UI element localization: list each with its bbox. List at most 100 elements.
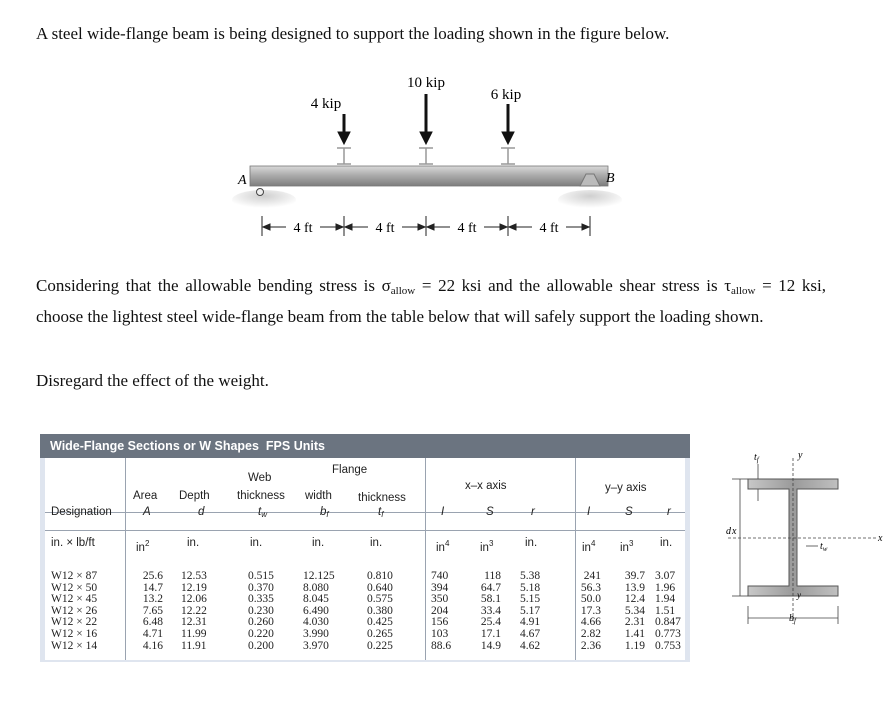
header-Sy: S bbox=[625, 506, 633, 518]
header-designation: Designation bbox=[51, 506, 112, 518]
header-depth: Depth bbox=[179, 490, 210, 502]
support-b-roller bbox=[579, 173, 601, 187]
support-b-label: B bbox=[606, 171, 615, 186]
load-label-3: 6 kip bbox=[491, 87, 521, 103]
col-designation: W12 × 87 W12 × 50 W12 × 45 W12 × 26 W12 … bbox=[51, 570, 98, 652]
unit-area: in2 bbox=[136, 537, 149, 555]
i-beam-shape bbox=[747, 478, 839, 597]
header-Ix: I bbox=[441, 506, 445, 518]
u-area-exp: 2 bbox=[144, 539, 150, 548]
col-rule bbox=[575, 458, 576, 660]
support-a-label: A bbox=[237, 173, 247, 188]
label-x-right: x bbox=[877, 533, 883, 544]
header-yy-axis: y–y axis bbox=[605, 482, 647, 494]
problem-statement: Considering that the allowable bending s… bbox=[36, 273, 826, 330]
header-thick-symbol: tf bbox=[378, 506, 383, 521]
col-Iy: 241 56.3 50.0 17.3 4.66 2.82 2.36 bbox=[580, 570, 601, 652]
thick-sub: f bbox=[381, 510, 384, 519]
load-pads bbox=[337, 147, 515, 165]
label-bf: bf bbox=[789, 613, 797, 625]
col-Ix: 740 394 350 204 156 103 88.6 bbox=[431, 570, 452, 652]
u-sx: in bbox=[480, 541, 489, 554]
consider-part-b: = 22 ksi and the allowable shear stress … bbox=[415, 276, 732, 295]
header-depth-symbol: d bbox=[198, 506, 205, 518]
load-arrow-3 bbox=[501, 104, 515, 146]
header-area: Area bbox=[133, 490, 158, 502]
header-rule bbox=[45, 512, 685, 513]
header-width: width bbox=[305, 490, 332, 502]
table-title-text: Wide-Flange Sections or W Shapes bbox=[50, 439, 259, 453]
table-body: Web Flange x–x axis y–y axis Area Depth … bbox=[45, 458, 685, 660]
col-rule bbox=[425, 458, 426, 660]
consider-part-a: Considering that the allowable bending s… bbox=[36, 276, 391, 295]
dimension-line bbox=[261, 216, 591, 236]
table-units: FPS Units bbox=[265, 439, 325, 453]
label-x-left: x bbox=[731, 526, 737, 537]
unit-Sx: in3 bbox=[480, 537, 493, 555]
width-sym: b bbox=[320, 506, 327, 518]
label-y-top: y bbox=[797, 450, 803, 461]
col-Sy: 39.7 13.9 12.4 5.34 2.31 1.41 1.19 bbox=[624, 570, 645, 652]
wide-flange-section-figure: tf y d x x tw y bf bbox=[726, 450, 883, 625]
u-sx-exp: 3 bbox=[488, 539, 494, 548]
support-a-ground bbox=[232, 190, 296, 210]
web-sym: t bbox=[258, 506, 262, 518]
w-shapes-table: Wide-Flange Sections or W Shapes FPS Uni… bbox=[40, 434, 690, 662]
load-arrow-2 bbox=[419, 94, 433, 146]
load-label-2: 10 kip bbox=[407, 75, 445, 91]
col-depth: 12.53 12.19 12.06 12.22 12.31 11.99 11.9… bbox=[181, 570, 207, 652]
load-arrow-1 bbox=[337, 114, 351, 146]
label-d: d bbox=[726, 526, 732, 537]
col-rule bbox=[125, 458, 126, 660]
beam-body bbox=[249, 165, 609, 187]
header-web-symbol: tw bbox=[258, 506, 267, 521]
header-web: Web bbox=[248, 472, 272, 484]
u-sy: in bbox=[620, 541, 629, 554]
col-thick: 0.810 0.640 0.575 0.380 0.425 0.265 0.22… bbox=[367, 570, 393, 652]
units-rule bbox=[45, 530, 685, 531]
col-area: 25.6 14.7 13.2 7.65 6.48 4.71 4.16 bbox=[142, 570, 163, 652]
unit-Iy: in4 bbox=[582, 537, 595, 555]
problem-intro: A steel wide-flange beam is being design… bbox=[36, 24, 670, 43]
unit-rx: in. bbox=[525, 537, 538, 549]
header-width-symbol: bf bbox=[320, 506, 329, 521]
label-y-bottom: y bbox=[796, 590, 801, 600]
span-label-2: 4 ft bbox=[375, 221, 394, 236]
header-flange-thickness: thickness bbox=[358, 492, 406, 504]
header-Iy: I bbox=[587, 506, 591, 518]
u-sy-exp: 3 bbox=[628, 539, 634, 548]
sigma-sub: allow bbox=[390, 285, 416, 297]
u-iy-exp: 4 bbox=[590, 539, 596, 548]
header-Sx: S bbox=[486, 506, 494, 518]
tau-sub: allow bbox=[731, 285, 756, 297]
label-tw: tw bbox=[820, 541, 828, 553]
beam-loading-figure: 4 kip 10 kip 6 kip A B bbox=[232, 75, 622, 236]
unit-thick: in. bbox=[370, 537, 383, 549]
col-Sx: 118 64.7 58.1 33.4 25.4 17.1 14.9 bbox=[480, 570, 501, 652]
span-label-3: 4 ft bbox=[457, 221, 476, 236]
width-sub: f bbox=[326, 510, 329, 519]
unit-Ix: in4 bbox=[436, 537, 449, 555]
header-area-symbol: A bbox=[143, 506, 151, 518]
thick-sym: t bbox=[378, 506, 382, 518]
span-label-4: 4 ft bbox=[539, 221, 558, 236]
col-web: 0.515 0.370 0.335 0.230 0.260 0.220 0.20… bbox=[248, 570, 274, 652]
support-b-ground bbox=[558, 190, 622, 210]
unit-designation: in. × lb/ft bbox=[51, 537, 95, 549]
unit-web: in. bbox=[250, 537, 263, 549]
unit-depth: in. bbox=[187, 537, 200, 549]
load-label-1: 4 kip bbox=[311, 96, 341, 112]
header-xx-axis: x–x axis bbox=[465, 480, 507, 492]
col-ry: 3.07 1.96 1.94 1.51 0.847 0.773 0.753 bbox=[655, 570, 681, 652]
unit-ry: in. bbox=[660, 537, 673, 549]
label-tf: tf bbox=[754, 452, 760, 464]
header-flange: Flange bbox=[332, 464, 368, 476]
header-web-thickness: thickness bbox=[237, 490, 285, 502]
consider-part-c: = 12 ksi, choose the lightest steel wide… bbox=[36, 276, 827, 326]
unit-width: in. bbox=[312, 537, 325, 549]
support-a-pin bbox=[256, 188, 264, 196]
unit-Sy: in3 bbox=[620, 537, 633, 555]
col-width: 12.125 8.080 8.045 6.490 4.030 3.990 3.9… bbox=[303, 570, 335, 652]
col-rx: 5.38 5.18 5.15 5.17 4.91 4.67 4.62 bbox=[520, 570, 541, 652]
u-area: in bbox=[136, 541, 145, 554]
